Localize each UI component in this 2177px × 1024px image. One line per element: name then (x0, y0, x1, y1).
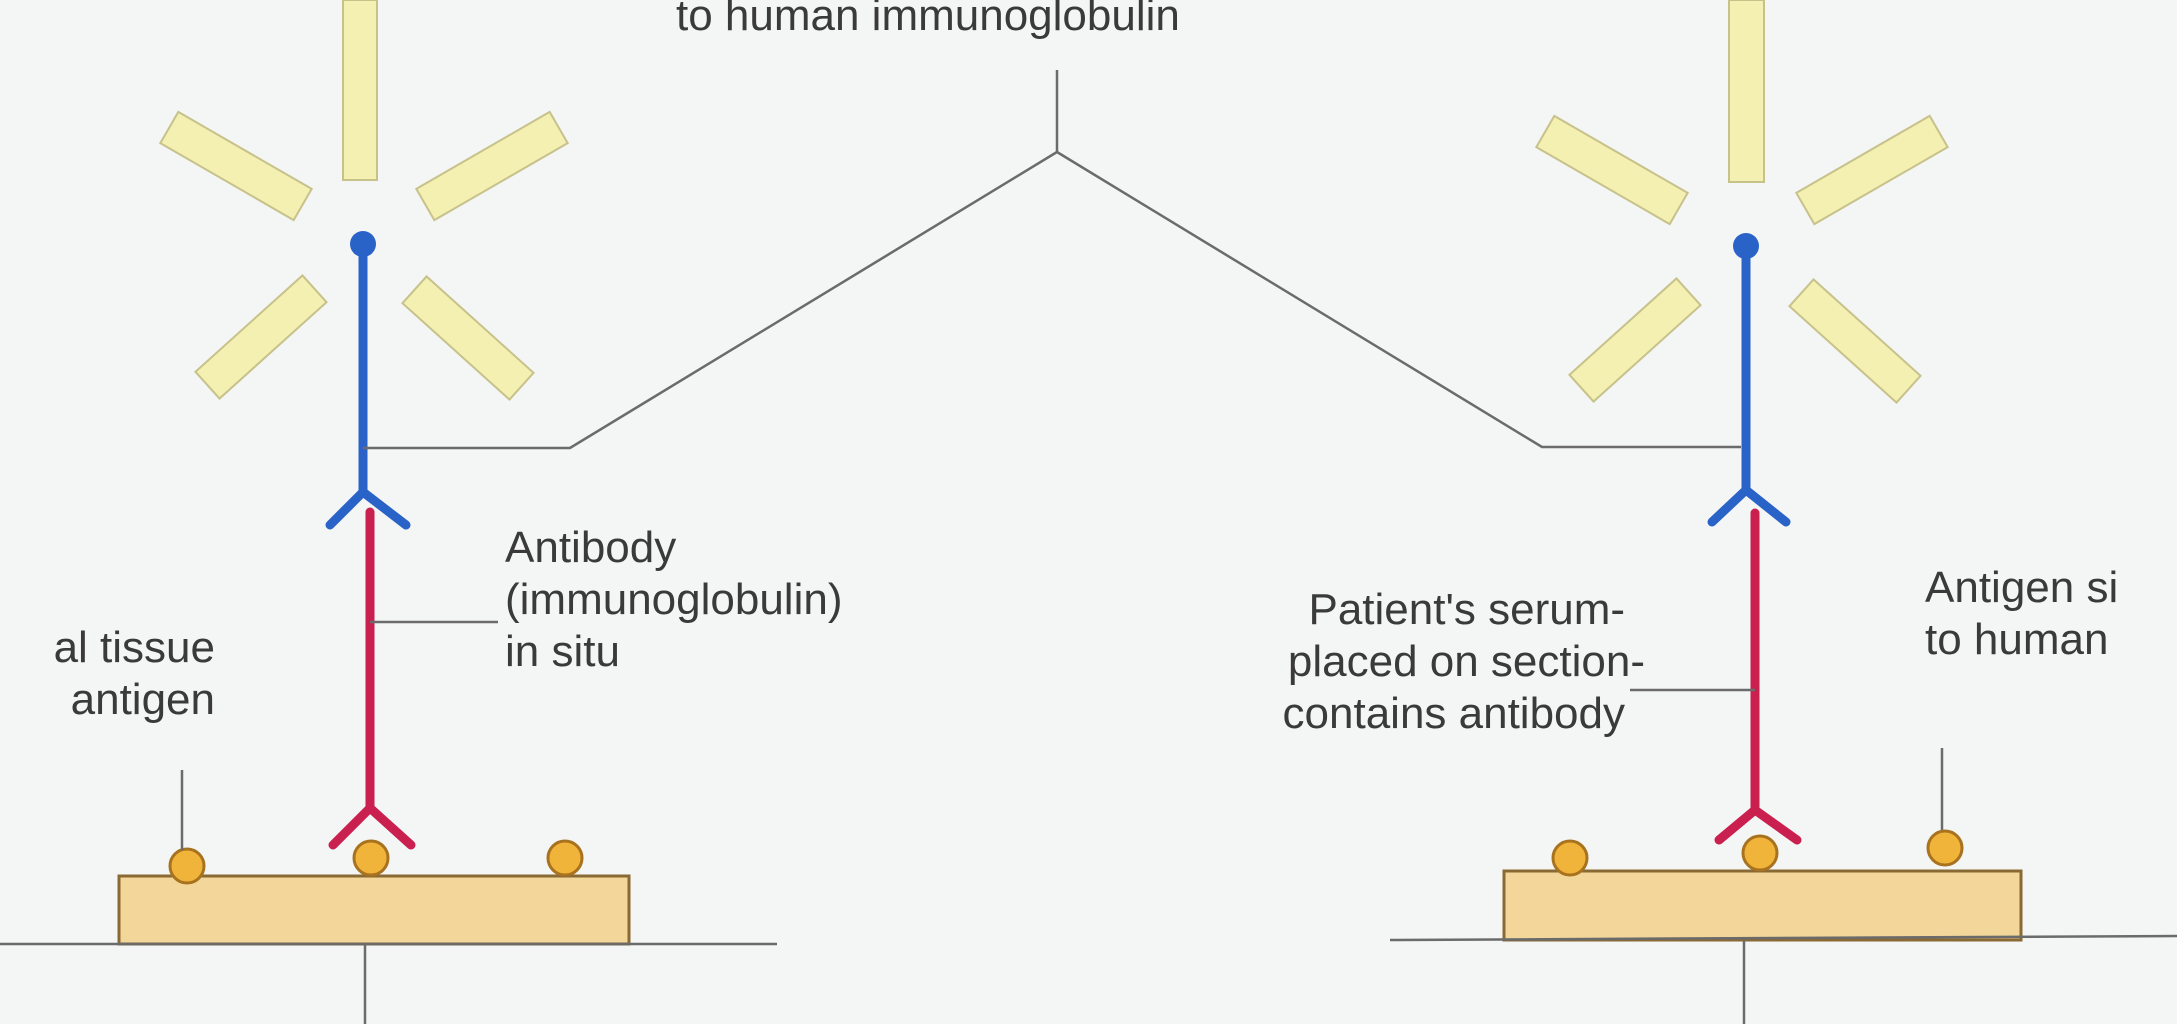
antibody-line-3: in situ (505, 627, 620, 676)
left-antigen-2 (352, 839, 390, 877)
right-antibody-fork (1714, 805, 1802, 845)
left-ray-lower-left (194, 274, 328, 400)
right-antibody (1714, 508, 1802, 845)
left-antigen-line-2: antigen (70, 675, 215, 724)
left-fluorescent-rays (158, 0, 570, 401)
top-callout-right (1056, 150, 1741, 449)
right-tissue-section (1502, 869, 2023, 942)
left-antigen-1 (168, 847, 206, 885)
left-anti-ig-head (350, 231, 376, 257)
left-panel (0, 0, 777, 1024)
left-anti-immunoglobulin (325, 231, 411, 530)
right-antigen-line-1: Antigen si (1925, 563, 2119, 612)
right-antigen-1 (1551, 839, 1589, 877)
left-antigen-label: al tissue antigen (0, 622, 215, 726)
antibody-label: Antibody (immunoglobulin) in situ (505, 522, 842, 678)
right-anti-ig-fork (1707, 485, 1791, 527)
left-antigen-3 (546, 839, 584, 877)
serum-line-3: contains antibody (1282, 689, 1625, 738)
right-ray-top (1728, 0, 1765, 183)
top-label: to human immunoglobulin (676, 0, 1180, 42)
left-ray-upper-left (158, 110, 314, 222)
right-fluorescent-rays (1534, 0, 1950, 404)
right-ray-lower-right (1788, 278, 1922, 404)
right-anti-immunoglobulin (1707, 233, 1791, 527)
serum-label: Patient's serum- placed on section- cont… (1100, 584, 1645, 740)
right-ray-upper-left (1534, 114, 1690, 226)
right-antigen-line-2: to human (1925, 615, 2109, 664)
top-label-line: to human immunoglobulin (676, 0, 1180, 40)
left-antibody (328, 507, 416, 850)
left-ray-upper-right (414, 110, 570, 222)
right-baseline (1389, 934, 2177, 942)
serum-line-1: Patient's serum- (1308, 585, 1625, 634)
right-ray-upper-right (1794, 114, 1950, 226)
right-antigen-2 (1741, 834, 1779, 872)
antibody-line-2: (immunoglobulin) (505, 575, 843, 624)
right-anti-ig-head (1733, 233, 1759, 259)
serum-line-2: placed on section- (1287, 637, 1645, 686)
top-callout-left (363, 150, 1058, 450)
left-ray-lower-right (401, 275, 535, 401)
left-anti-ig-fork (325, 487, 411, 530)
right-antigen-label: Antigen si to human (1925, 562, 2118, 666)
top-connector-lines (363, 70, 1741, 450)
right-ray-lower-left (1568, 277, 1702, 403)
left-tissue-section (117, 874, 631, 946)
antibody-line-1: Antibody (505, 523, 677, 572)
right-panel (1389, 0, 2177, 1024)
left-antigen-line-1: al tissue (53, 623, 215, 672)
right-antigen-3 (1926, 829, 1964, 867)
left-antibody-fork (328, 803, 416, 850)
left-ray-top (342, 0, 378, 181)
